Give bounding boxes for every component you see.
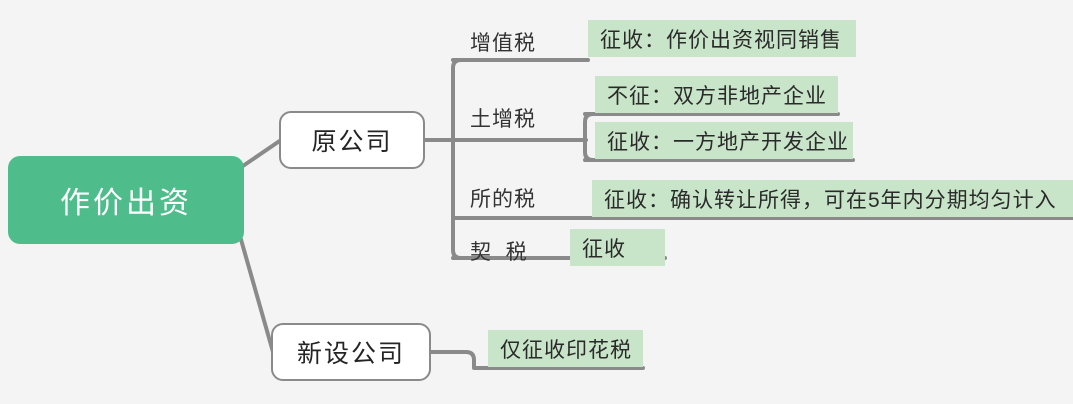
- category-label-income-tax[interactable]: 所的税: [470, 188, 536, 211]
- branch-node-original-company[interactable]: 原公司: [279, 111, 425, 169]
- link-root-to-newco: [238, 234, 275, 354]
- leaf-income-tax-levy[interactable]: 征收：确认转让所得，可在5年内分期均匀计入: [592, 180, 1073, 217]
- root-node-appraised-investment[interactable]: 作价出资: [8, 156, 244, 244]
- branch-node-new-company[interactable]: 新设公司: [271, 323, 431, 381]
- leaf-newco-stamp-duty[interactable]: 仅征收印花税: [488, 330, 643, 367]
- root-node-label: 作价出资: [60, 187, 192, 220]
- category-label-deed-tax[interactable]: 契 税: [470, 241, 528, 264]
- spine-original-children: [451, 58, 472, 260]
- branch-node-label-new-company: 新设公司: [296, 340, 405, 368]
- leaf-deed-tax-levy[interactable]: 征收: [570, 229, 665, 266]
- category-label-land-value-increment-tax[interactable]: 土增税: [470, 108, 536, 131]
- branch-node-label-original-company: 原公司: [311, 128, 393, 156]
- leaf-lvit-levy[interactable]: 征收：一方地产开发企业: [595, 122, 853, 159]
- category-label-vat[interactable]: 增值税: [470, 32, 536, 55]
- subspine-lvit: [583, 112, 597, 162]
- link-root-to-original: [238, 138, 283, 170]
- leaf-lvit-exempt[interactable]: 不征：双方非地产企业: [595, 76, 838, 113]
- leaf-vat-levy[interactable]: 征收：作价出资视同销售: [588, 20, 856, 57]
